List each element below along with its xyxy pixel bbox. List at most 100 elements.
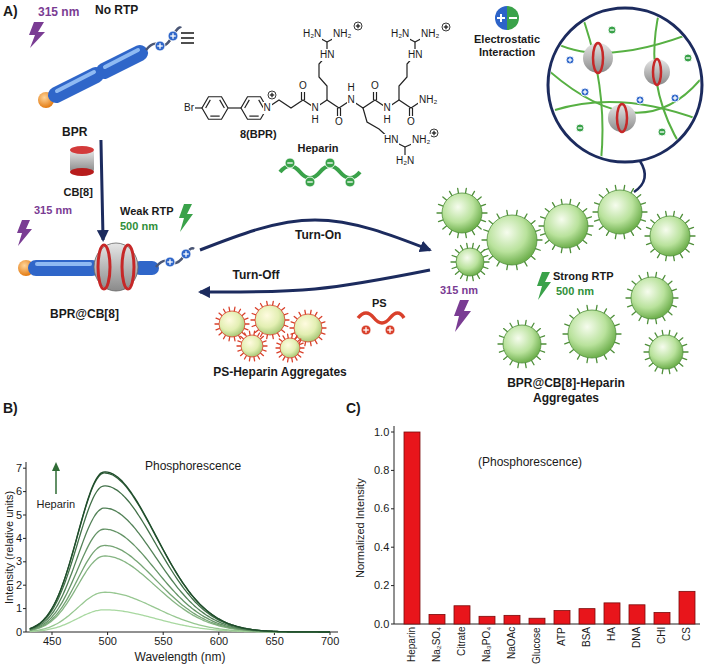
aggregate-sphere [637, 226, 641, 229]
tick-mark [391, 624, 394, 625]
aggregate-sphere [645, 344, 650, 346]
aggregate-sphere [442, 193, 482, 233]
aggregate-sphere [238, 341, 242, 342]
positive-charge [159, 43, 160, 49]
positive-charge [168, 31, 178, 41]
aggregate-sphere [647, 243, 652, 245]
aggregate-sphere [658, 214, 661, 218]
excitation-bolts [537, 272, 551, 300]
positive-charge [584, 90, 585, 94]
axis-tick: 0.4 [374, 541, 389, 554]
aggregate-sphere [553, 203, 556, 207]
aggregate-sphere [472, 191, 475, 195]
aggregate-sphere [673, 256, 675, 261]
bar [629, 605, 645, 624]
negative-charge [285, 158, 295, 168]
aggregate-sphere [465, 233, 467, 238]
axis-tick: 700 [321, 635, 339, 648]
aggregate-sphere [287, 358, 289, 362]
aggregate-sphere [457, 233, 459, 238]
atom-label: O [406, 116, 416, 128]
aggregate-sphere [595, 203, 600, 205]
bpr-cb8-cartoon [140, 261, 152, 275]
state-group: PS-Heparin Aggregates [205, 302, 355, 380]
negative-charge [305, 177, 315, 187]
electrostatic-icon [507, 6, 519, 30]
aggregate-sphere [506, 210, 508, 215]
aggregate-sphere [276, 347, 280, 348]
aggregate-sphere [680, 253, 683, 257]
positive-charge [354, 22, 362, 30]
trend-label: Heparin [37, 498, 76, 511]
positive-charge [361, 325, 371, 335]
atom-label: O [370, 80, 380, 92]
aggregate-sphere [583, 209, 587, 212]
aggregate-sphere [541, 234, 546, 236]
aggregate-sphere [277, 343, 281, 344]
atom-label: NH₂ [411, 134, 431, 146]
zoom-circle [548, 8, 702, 162]
aggregate-sphere [503, 325, 541, 363]
aggregate-sphere [262, 341, 266, 342]
positive-charge [155, 41, 165, 51]
positive-charge [581, 88, 589, 96]
negative-charge [578, 127, 582, 128]
aggregate-sphere [641, 220, 646, 222]
axis-tick: 500 [99, 635, 117, 648]
aggregate-sphere [679, 338, 683, 341]
ps-strand [358, 313, 404, 323]
aggregate-sphere [540, 350, 545, 352]
aggregate-sphere [439, 220, 444, 222]
category-label: BSA [581, 627, 593, 647]
bpr-cb8-cartoon [122, 245, 134, 289]
atom-label: O [298, 80, 308, 92]
aggregate-sphere [655, 367, 658, 371]
aggregate-sphere [299, 343, 303, 344]
aggregate-sphere [570, 315, 574, 318]
aggregate-sphere [215, 307, 249, 340]
aggregate-sphere [650, 216, 690, 256]
aggregate-sphere [545, 209, 549, 212]
spectrum-curve [30, 473, 330, 632]
atom-label: H₂N [390, 28, 410, 40]
aggregate-sphere [290, 327, 294, 328]
aggregate-sphere [672, 305, 677, 307]
aggregate-sphere [623, 185, 625, 190]
bond [267, 100, 423, 108]
aggregate-sphere [461, 246, 464, 250]
aggregate-sphere [241, 335, 263, 357]
aggregate-sphere [563, 333, 568, 334]
bar [404, 432, 420, 624]
positive-charge [636, 96, 644, 104]
aggregate-sphere [498, 343, 503, 344]
aggregate-sphere [641, 203, 646, 205]
aggregate-sphere [525, 320, 527, 325]
atom-label: N [311, 102, 320, 114]
aggregate-sphere [531, 221, 535, 224]
aggregate-sphere [586, 305, 588, 310]
zoom-circle [583, 43, 613, 73]
aggregate-sphere [249, 357, 251, 361]
tick-mark [23, 585, 26, 586]
aggregate-sphere [639, 316, 642, 320]
aggregate-sphere [300, 347, 304, 348]
aggregate-sphere [472, 276, 474, 281]
aggregate-sphere [322, 327, 326, 328]
zoom-circle [550, 30, 700, 53]
atom-label: NH₂ [420, 28, 440, 40]
equivalence-sign [181, 42, 194, 44]
aggregate-sphere [545, 240, 549, 243]
aggregate-sphere [596, 358, 598, 363]
bar [529, 618, 545, 624]
aggregate-sphere [291, 322, 295, 323]
axis-tick: 0 [16, 626, 22, 639]
aggregate-sphere [456, 248, 484, 276]
spectrum-curve [30, 556, 330, 632]
aggregate-sphere [645, 235, 650, 236]
aggregate-sphere [242, 313, 245, 316]
aggregate-sphere [615, 342, 620, 344]
aggregate-sphere [215, 323, 219, 324]
aggregate-sphere [437, 188, 487, 237]
aggregate-sphere [541, 343, 546, 344]
negative-charge [307, 181, 313, 182]
